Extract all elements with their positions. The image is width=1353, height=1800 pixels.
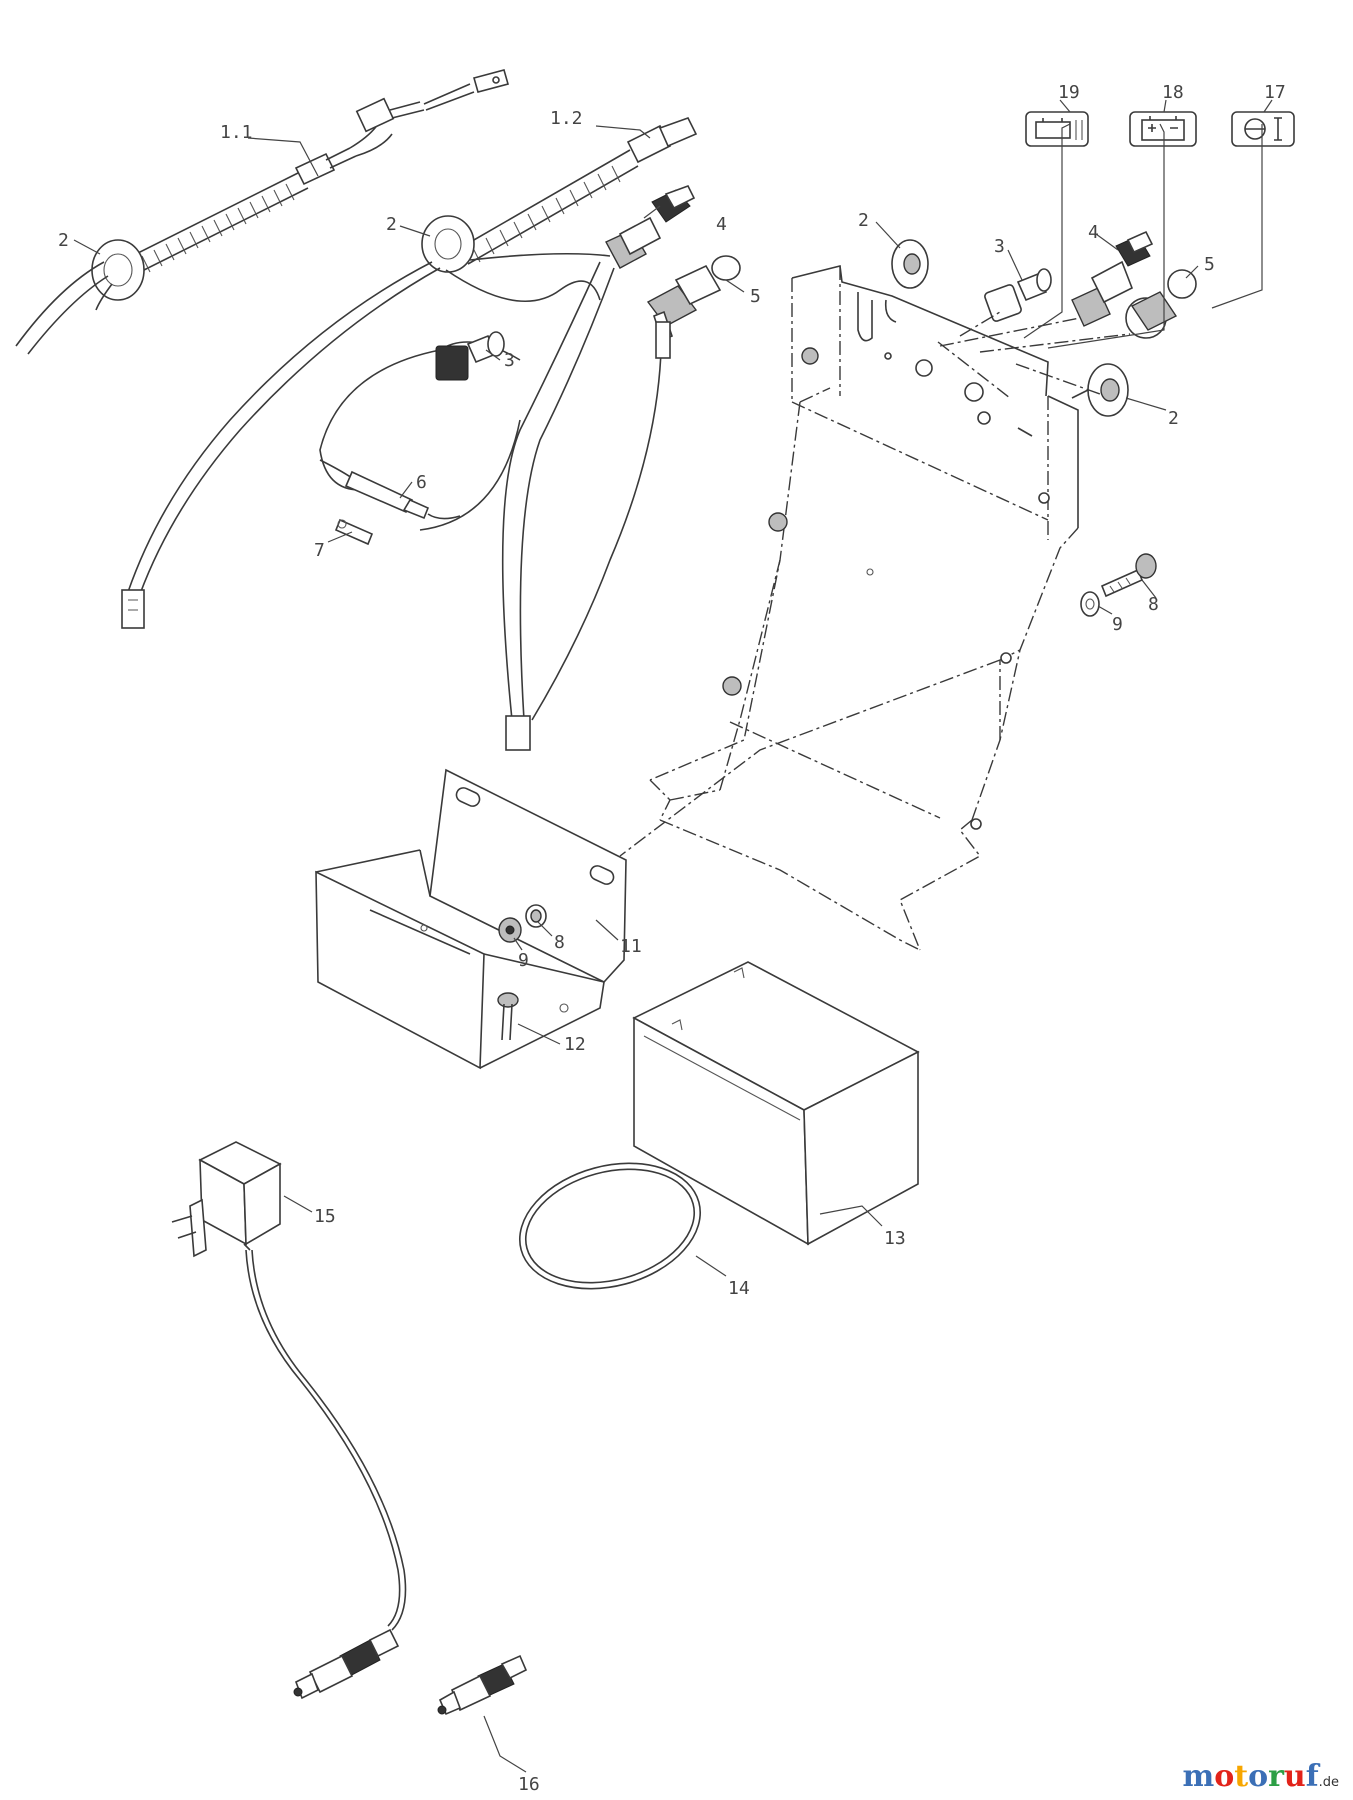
nut-9-tray[interactable] bbox=[498, 917, 522, 943]
ring-14[interactable] bbox=[506, 1144, 715, 1308]
switch-3-harness[interactable] bbox=[435, 331, 505, 381]
label-15: 15 bbox=[314, 1206, 336, 1227]
label-2-d: 2 bbox=[1168, 408, 1179, 429]
label-19: 19 bbox=[1058, 82, 1080, 103]
label-2-b: 2 bbox=[386, 214, 397, 235]
label-1-2: 1.2 bbox=[550, 108, 583, 129]
label-9-b: 9 bbox=[518, 950, 529, 971]
key-switch-4-harness[interactable] bbox=[605, 185, 696, 269]
leader-lines bbox=[73, 99, 1273, 1773]
label-13: 13 bbox=[884, 1228, 906, 1249]
plug-16-loose[interactable] bbox=[437, 1654, 528, 1716]
watermark-letter: o bbox=[1214, 1759, 1235, 1794]
label-12: 12 bbox=[564, 1034, 586, 1055]
watermark-suffix: .de bbox=[1318, 1775, 1339, 1790]
label-4-a: 4 bbox=[716, 214, 727, 235]
watermark-letter: t bbox=[1234, 1759, 1249, 1794]
charger-cable bbox=[245, 1249, 401, 1627]
motoruf-watermark-logo: motoruf.de bbox=[1182, 1759, 1339, 1794]
fuse-holder-6[interactable] bbox=[319, 459, 461, 520]
label-8-b: 8 bbox=[554, 932, 565, 953]
switch-5-harness[interactable] bbox=[646, 255, 741, 359]
charger-cable-inner bbox=[251, 1249, 407, 1631]
label-1-1: 1.1 bbox=[220, 122, 253, 143]
grommet-2-upper[interactable] bbox=[891, 239, 929, 289]
screw-8-right[interactable] bbox=[1100, 553, 1157, 598]
label-14: 14 bbox=[728, 1278, 750, 1299]
watermark-letter: u bbox=[1283, 1759, 1306, 1794]
label-18: 18 bbox=[1162, 82, 1184, 103]
charger-15[interactable] bbox=[171, 1141, 282, 1258]
fuse-7[interactable] bbox=[334, 518, 374, 546]
watermark-letter: o bbox=[1248, 1759, 1269, 1794]
label-6: 6 bbox=[416, 472, 427, 493]
label-7: 7 bbox=[314, 540, 325, 561]
watermark-letter: f bbox=[1305, 1759, 1319, 1794]
label-4-b: 4 bbox=[1088, 222, 1099, 243]
symbol-plate-17[interactable] bbox=[1231, 111, 1295, 147]
callout-labels: 1.1 1.2 2 2 2 2 3 3 4 4 5 5 6 7 8 8 9 9 … bbox=[58, 82, 1286, 1795]
cable-harness-1-1[interactable] bbox=[15, 69, 509, 355]
label-5-a: 5 bbox=[750, 286, 761, 307]
switch-3-panel[interactable] bbox=[984, 268, 1052, 322]
label-11: 11 bbox=[620, 936, 642, 957]
plug-16-cable[interactable] bbox=[293, 1628, 400, 1700]
switch-5-panel[interactable] bbox=[1125, 269, 1197, 339]
watermark-letter: m bbox=[1182, 1759, 1215, 1794]
washer-8-tray[interactable] bbox=[525, 904, 547, 928]
key-switch-4-panel[interactable] bbox=[1071, 230, 1154, 327]
label-9-a: 9 bbox=[1112, 614, 1123, 635]
label-8-a: 8 bbox=[1148, 594, 1159, 615]
label-16: 16 bbox=[518, 1774, 540, 1795]
label-3-b: 3 bbox=[994, 236, 1005, 257]
label-2-a: 2 bbox=[58, 230, 69, 251]
symbol-plate-19[interactable] bbox=[1025, 111, 1089, 147]
label-2-c: 2 bbox=[858, 210, 869, 231]
label-5-b: 5 bbox=[1204, 254, 1215, 275]
battery-13[interactable] bbox=[632, 961, 920, 1246]
washer-9-right[interactable] bbox=[1080, 591, 1100, 617]
battery-tray-11[interactable] bbox=[315, 768, 627, 1070]
grommet-2-right[interactable] bbox=[1071, 363, 1129, 417]
screw-12[interactable] bbox=[497, 992, 519, 1041]
control-panel-bracket[interactable] bbox=[619, 265, 1079, 951]
cable-harness-1-2[interactable] bbox=[121, 117, 698, 751]
watermark-letter: r bbox=[1268, 1759, 1284, 1794]
label-17: 17 bbox=[1264, 82, 1286, 103]
label-3-a: 3 bbox=[504, 350, 515, 371]
